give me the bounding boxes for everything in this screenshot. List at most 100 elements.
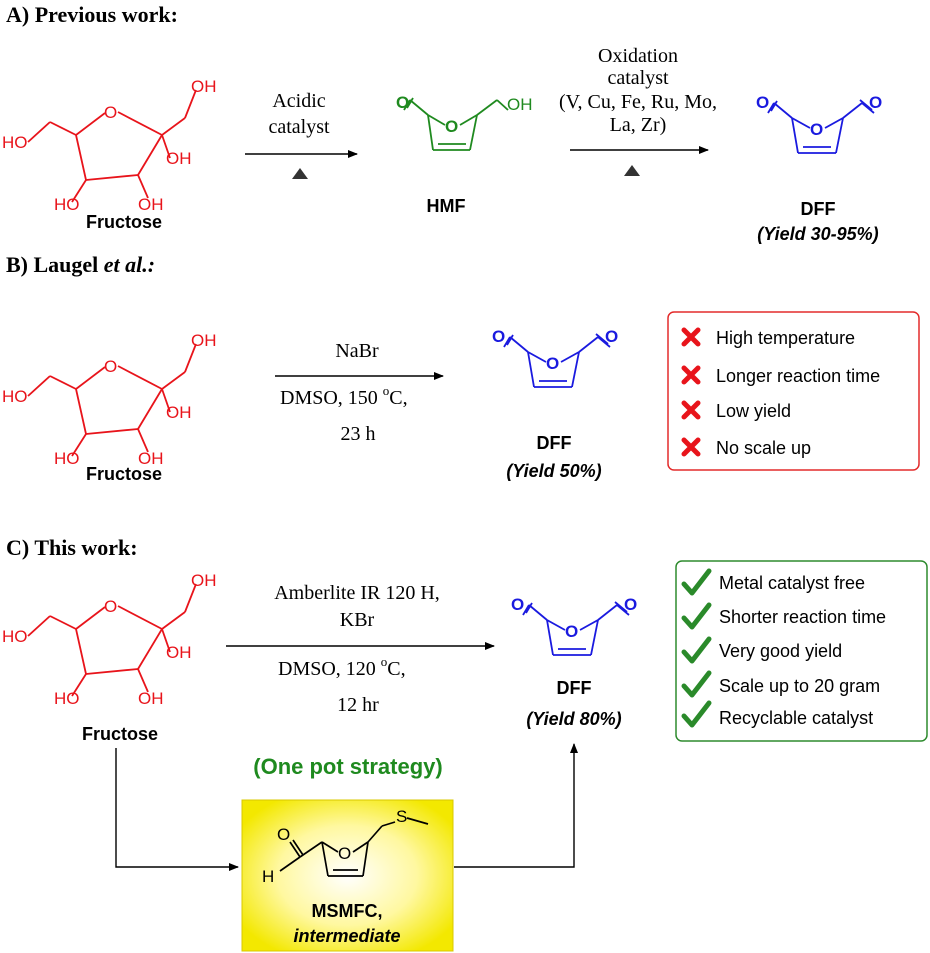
- ring-oxygen-atom: O: [810, 120, 823, 139]
- hmf-structure: [403, 97, 509, 151]
- hydroxyl-atom: OH: [507, 95, 533, 114]
- advantage-text: Shorter reaction time: [719, 607, 886, 627]
- sulfur-atom: S: [396, 807, 407, 826]
- condition-line: La, Zr): [610, 114, 667, 136]
- ring-oxygen-atom: O: [104, 103, 117, 122]
- aldehyde-oxygen-atom: O: [396, 93, 409, 112]
- advantage-item: Scale up to 20 gram: [681, 670, 880, 698]
- intermediate-note: intermediate: [293, 926, 400, 946]
- drawback-item: High temperature: [681, 327, 855, 348]
- hydrogen-atom: H: [262, 867, 274, 886]
- fructose-label: Fructose: [86, 464, 162, 484]
- drawback-item: Low yield: [681, 400, 791, 421]
- hydroxyl-atom: HO: [54, 449, 80, 468]
- hydroxyl-atom: OH: [191, 331, 217, 350]
- ring-oxygen-atom: O: [565, 622, 578, 641]
- ring-oxygen-atom: O: [445, 117, 458, 136]
- drawbacks-box: High temperature Longer reaction time Lo…: [667, 311, 920, 471]
- fructose-structure: O OH OH HO HO OH: [2, 571, 217, 708]
- drawback-text: Longer reaction time: [716, 366, 880, 386]
- fructose-structure: O OH OH HO HO OH: [2, 331, 217, 468]
- yield-label: (Yield 30-95%): [757, 224, 878, 244]
- aldehyde-oxygen-atom: O: [511, 595, 524, 614]
- hydroxyl-atom: HO: [54, 195, 80, 214]
- advantage-text: Scale up to 20 gram: [719, 676, 880, 696]
- condition-line: Oxidation: [598, 45, 678, 67]
- ring-oxygen-atom: O: [546, 354, 559, 373]
- section-a-heading: A) Previous work:: [6, 2, 178, 27]
- reagent-label: KBr: [340, 609, 375, 631]
- dff-structure: [522, 601, 630, 656]
- cross-icon: [681, 365, 701, 385]
- strategy-label: (One pot strategy): [253, 754, 442, 779]
- dff-label: DFF: [557, 678, 592, 698]
- condition-line: catalyst: [607, 67, 669, 89]
- drawback-text: Low yield: [716, 401, 791, 421]
- aldehyde-oxygen-atom: O: [756, 93, 769, 112]
- advantages-box: Metal catalyst free Shorter reaction tim…: [675, 560, 928, 742]
- advantage-text: Metal catalyst free: [719, 573, 865, 593]
- msmfc-structure: [279, 817, 429, 877]
- advantage-item: Very good yield: [681, 636, 842, 664]
- check-icon: [681, 700, 712, 728]
- yield-label: (Yield 80%): [526, 709, 621, 729]
- aldehyde-oxygen-atom: O: [869, 93, 882, 112]
- advantage-item: Shorter reaction time: [681, 602, 886, 630]
- drawback-text: High temperature: [716, 328, 855, 348]
- dff-label: DFF: [537, 433, 572, 453]
- dff-label: DFF: [801, 199, 836, 219]
- condition-line: Acidic: [272, 90, 325, 112]
- fructose-structure: O OH OH HO HO OH: [2, 77, 217, 214]
- yield-label: (Yield 50%): [506, 461, 601, 481]
- section-c-heading: C) This work:: [6, 535, 138, 560]
- flow-arrow: [115, 748, 239, 871]
- cross-icon: [681, 400, 701, 420]
- hydroxyl-atom: HO: [2, 387, 28, 406]
- drawback-item: Longer reaction time: [681, 365, 880, 386]
- intermediate-box: O O H S MSMFC, intermediate: [241, 799, 454, 952]
- fructose-label: Fructose: [86, 212, 162, 232]
- aldehyde-oxygen-atom: O: [624, 595, 637, 614]
- hmf-label: HMF: [427, 196, 466, 216]
- ring-oxygen-atom: O: [104, 357, 117, 376]
- advantage-text: Recyclable catalyst: [719, 708, 873, 728]
- ring-oxygen-atom: O: [104, 597, 117, 616]
- drawback-item: No scale up: [681, 437, 811, 458]
- reagent-label: Amberlite IR 120 H,: [274, 582, 440, 604]
- check-icon: [681, 670, 712, 698]
- cross-icon: [681, 437, 701, 457]
- time-label: 23 h: [341, 423, 376, 445]
- fructose-label: Fructose: [82, 724, 158, 744]
- conditions-label: DMSO, 150 oC,: [280, 383, 408, 409]
- hydroxyl-atom: OH: [166, 643, 192, 662]
- dff-structure: [503, 333, 611, 388]
- dff-structure: [767, 99, 875, 154]
- intermediate-name: MSMFC,: [312, 901, 383, 921]
- flow-arrow: [454, 743, 578, 868]
- condition-line: catalyst: [268, 116, 330, 138]
- cross-icon: [681, 327, 701, 347]
- aldehyde-oxygen-atom: O: [605, 327, 618, 346]
- check-icon: [681, 636, 712, 664]
- aldehyde-oxygen-atom: O: [277, 825, 290, 844]
- hydroxyl-atom: OH: [191, 77, 217, 96]
- section-a: A) Previous work: O OH OH HO HO OH Fruct…: [2, 2, 882, 244]
- section-b-heading: B) Laugel et al.:: [6, 252, 155, 277]
- hydroxyl-atom: HO: [54, 689, 80, 708]
- hydroxyl-atom: OH: [138, 195, 164, 214]
- hydroxyl-atom: HO: [2, 133, 28, 152]
- advantage-text: Very good yield: [719, 641, 842, 661]
- hydroxyl-atom: OH: [191, 571, 217, 590]
- heat-triangle-icon: [624, 165, 640, 176]
- hydroxyl-atom: OH: [138, 689, 164, 708]
- check-icon: [681, 602, 712, 630]
- check-icon: [681, 568, 712, 596]
- hydroxyl-atom: OH: [166, 403, 192, 422]
- time-label: 12 hr: [337, 694, 379, 716]
- hydroxyl-atom: OH: [138, 449, 164, 468]
- conditions-label: DMSO, 120 oC,: [278, 654, 406, 680]
- section-c: C) This work: O OH OH HO HO OH Fructose …: [2, 535, 928, 952]
- hydroxyl-atom: HO: [2, 627, 28, 646]
- section-b: B) Laugel et al.: O OH OH HO HO OH Fruct…: [2, 252, 920, 484]
- advantage-item: Recyclable catalyst: [681, 700, 873, 728]
